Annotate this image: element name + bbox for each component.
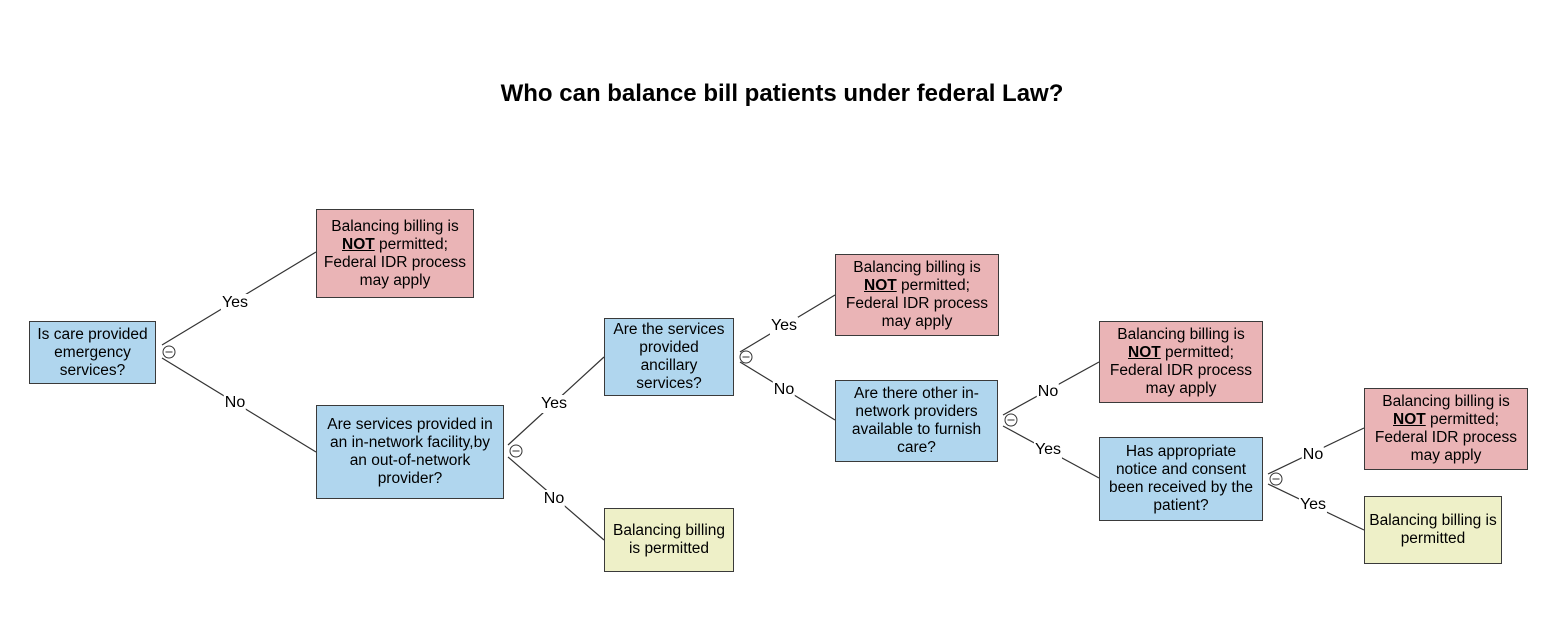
edge-label-q4-yes: Yes <box>1033 441 1063 459</box>
edge-label-q3-no: No <box>772 381 796 399</box>
node-q2-in-network-facility: Are services provided in an in-network f… <box>316 405 504 499</box>
node-q1-emergency: Is care provided emergency services? <box>29 321 156 384</box>
np-text-post: permitted; Federal IDR process may apply <box>323 235 467 289</box>
collapse-toggle-q1[interactable] <box>162 345 176 359</box>
np-text-not: NOT <box>864 277 897 294</box>
np-text-not: NOT <box>342 235 375 253</box>
edge-label-q3-yes: Yes <box>769 317 799 335</box>
collapse-toggle-q5[interactable] <box>1269 472 1283 486</box>
node-permitted-1: Balancing billing is permitted <box>604 508 734 572</box>
collapse-toggle-q2[interactable] <box>509 444 523 458</box>
node-not-permitted-1: Balancing billing is NOT permitted; Fede… <box>316 209 474 298</box>
np-text-post: permitted; Federal IDR process may apply <box>1374 411 1518 464</box>
node-q5-notice-consent: Has appropriate notice and consent been … <box>1099 437 1263 521</box>
np-text-not: NOT <box>1393 411 1426 428</box>
node-label: Are services provided in an in-network f… <box>327 416 493 487</box>
node-not-permitted-4: Balancing billing is NOT permitted; Fede… <box>1364 388 1528 470</box>
edge-label-q1-no: No <box>223 394 247 412</box>
node-label: Is care provided emergency services? <box>37 325 148 379</box>
node-not-permitted-2: Balancing billing is NOT permitted; Fede… <box>835 254 999 336</box>
np-text-pre: Balancing billing is <box>331 217 459 235</box>
edge-label-q2-no: No <box>542 490 566 508</box>
np-text-pre: Balancing billing is <box>853 259 981 276</box>
edge-label-q2-yes: Yes <box>539 395 569 413</box>
edge-label-q5-yes: Yes <box>1298 496 1328 514</box>
page-title: Who can balance bill patients under fede… <box>500 80 1064 107</box>
node-label: Are there other in-network providers ava… <box>851 385 982 456</box>
np-text-pre: Balancing billing is <box>1117 326 1245 343</box>
node-permitted-2: Balancing billing is permitted <box>1364 496 1502 564</box>
np-text-not: NOT <box>1128 344 1161 361</box>
node-label: Balancing billing is permitted <box>612 522 726 557</box>
node-q4-other-providers: Are there other in-network providers ava… <box>835 380 998 462</box>
edge-label-q1-yes: Yes <box>220 294 250 312</box>
collapse-toggle-q4[interactable] <box>1004 413 1018 427</box>
node-label: Are the services provided ancillary serv… <box>613 321 725 392</box>
node-q3-ancillary: Are the services provided ancillary serv… <box>604 318 734 396</box>
np-text-post: permitted; Federal IDR process may apply <box>845 277 989 330</box>
np-text-pre: Balancing billing is <box>1382 393 1510 410</box>
node-label: Balancing billing is permitted <box>1369 512 1497 547</box>
collapse-toggle-q3[interactable] <box>739 350 753 364</box>
node-label: Has appropriate notice and consent been … <box>1109 443 1253 514</box>
edge-label-q4-no: No <box>1036 383 1060 401</box>
node-not-permitted-3: Balancing billing is NOT permitted; Fede… <box>1099 321 1263 403</box>
edge-label-q5-no: No <box>1301 446 1325 464</box>
np-text-post: permitted; Federal IDR process may apply <box>1109 344 1253 397</box>
